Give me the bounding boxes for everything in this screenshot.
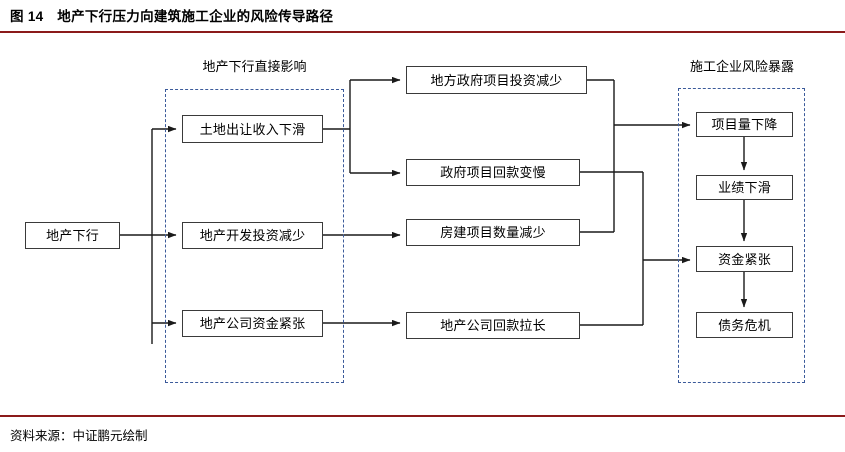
zone-contractor-risk	[678, 88, 805, 383]
node-housing-proj-down[interactable]: 房建项目数量减少	[406, 219, 580, 246]
node-property-downturn[interactable]: 地产下行	[25, 222, 120, 249]
page-title: 图 14 地产下行压力向建筑施工企业的风险传导路径	[10, 9, 334, 24]
node-gov-invest-down[interactable]: 地方政府项目投资减少	[406, 66, 587, 94]
zone-direct-impact	[165, 89, 344, 383]
node-cash-strain[interactable]: 资金紧张	[696, 246, 793, 272]
node-debt-crisis[interactable]: 债务危机	[696, 312, 793, 338]
source-note: 资料来源：中证鹏元绘制	[10, 429, 148, 443]
node-gov-payment-slow[interactable]: 政府项目回款变慢	[406, 159, 580, 186]
footer-divider	[0, 415, 845, 417]
node-dev-invest-down[interactable]: 地产开发投资减少	[182, 222, 323, 249]
node-dev-cash-strain[interactable]: 地产公司资金紧张	[182, 310, 323, 337]
diagram-canvas: 地产下行直接影响 施工企业风险暴露 地产下行 土地出让收入下滑 地产开发投资减少…	[0, 34, 845, 414]
group-label-direct-impact: 地产下行直接影响	[202, 59, 307, 74]
node-project-volume-down[interactable]: 项目量下降	[696, 112, 793, 137]
node-dev-payment-long[interactable]: 地产公司回款拉长	[406, 312, 580, 339]
node-land-revenue-down[interactable]: 土地出让收入下滑	[182, 115, 323, 143]
connector-layer	[120, 76, 748, 344]
header-divider	[0, 31, 845, 33]
group-label-contractor-risk: 施工企业风险暴露	[689, 59, 794, 74]
node-performance-down[interactable]: 业绩下滑	[696, 175, 793, 200]
